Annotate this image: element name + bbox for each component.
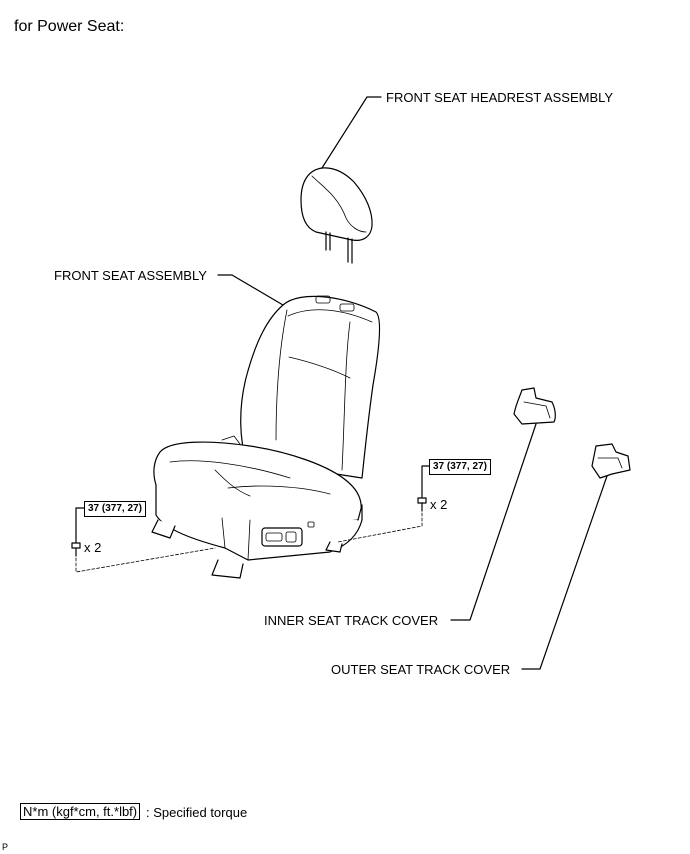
leader-headrest (321, 96, 382, 169)
bolt-quantity-front: x 2 (430, 497, 448, 512)
torque-box-front: 37 (377, 27) (429, 459, 491, 475)
front-seat-part (151, 295, 381, 579)
leader-torque-front (421, 465, 430, 498)
page-title: for Power Seat: (14, 18, 125, 35)
leader-seat (217, 274, 284, 306)
inner-seat-track-cover-label: INNER SEAT TRACK COVER (264, 613, 439, 628)
bolt-quantity-rear: x 2 (84, 540, 102, 555)
inner-seat-track-cover-part (513, 387, 556, 425)
torque-box-rear: 37 (377, 27) (84, 501, 146, 517)
outer-seat-track-cover-part (591, 443, 631, 479)
legend-description: : Specified torque (146, 805, 248, 820)
leader-outer-cover (521, 475, 608, 670)
leader-inner-cover (450, 423, 537, 621)
headrest-part (300, 167, 373, 264)
leader-torque-rear (75, 507, 85, 543)
legend-torque-unit: N*m (kgf*cm, ft.*lbf) (20, 803, 141, 820)
install-line-rear (75, 547, 216, 573)
install-line-front (337, 512, 423, 543)
corner-mark: P (2, 842, 9, 852)
bolt-front (417, 497, 427, 512)
headrest-label: FRONT SEAT HEADREST ASSEMBLY (386, 90, 614, 105)
seat-assembly-label: FRONT SEAT ASSEMBLY (54, 268, 207, 283)
outer-seat-track-cover-label: OUTER SEAT TRACK COVER (331, 662, 511, 677)
bolt-rear (71, 542, 81, 557)
